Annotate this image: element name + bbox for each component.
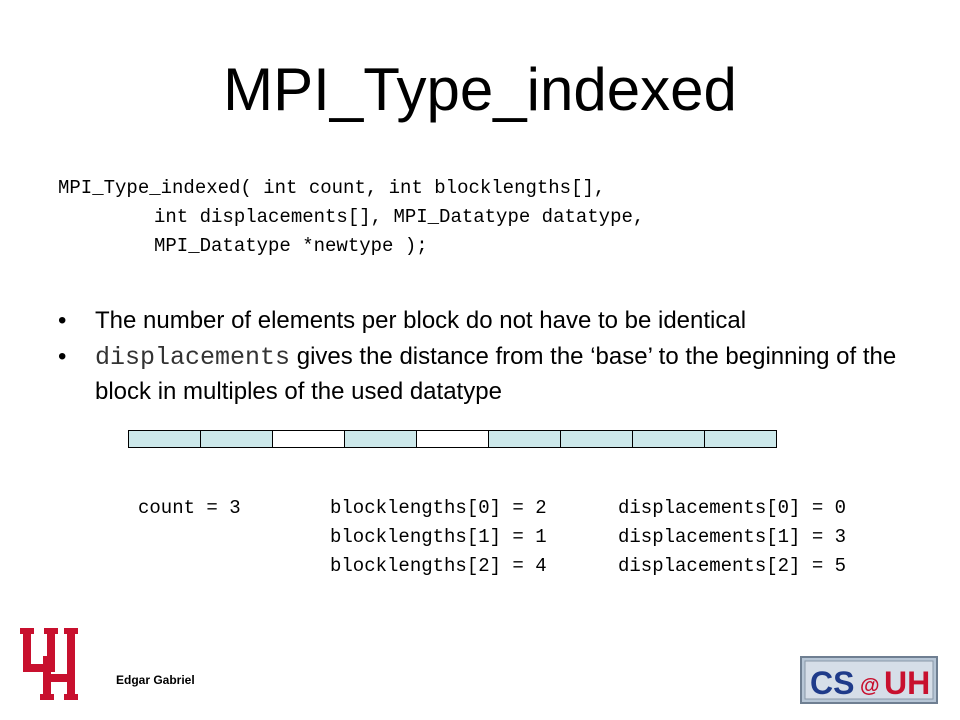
memory-block-diagram [128,430,777,448]
uh-logo-icon [20,628,78,700]
svg-text:@: @ [860,675,880,697]
bullet-text: gives the distance from the ‘base’ to th… [95,343,897,405]
signature-line-2: int displacements[], MPI_Datatype dataty… [154,206,645,228]
bullet-code-term: displacements [95,343,291,372]
block-cell-gap [273,431,345,447]
bullet-text: The number of elements per block do not … [95,307,747,334]
bullet-list: • The number of elements per block do no… [58,304,918,411]
block-cell-used [705,431,777,447]
example-displacements: displacements[0] = 0 displacements[1] = 3… [618,494,846,581]
bullet-icon: • [58,307,67,334]
example-blocklengths: blocklengths[0] = 2 blocklengths[1] = 1 bl… [330,494,547,581]
displacement-line: displacements[0] = 0 [618,497,847,519]
author-name: Edgar Gabriel [116,673,195,687]
bullet-icon: • [58,343,67,370]
block-cell-used [489,431,561,447]
signature-line-3: MPI_Datatype *newtype ); [154,235,428,257]
example-count: count = 3 [138,497,241,519]
blocklength-line: blocklengths[2] = 4 [330,555,547,577]
bullet-item-elements-per-block: • The number of elements per block do no… [58,304,918,338]
block-cell-gap [417,431,489,447]
blocklength-line: blocklengths[1] = 1 [330,526,547,548]
block-cell-used [561,431,633,447]
displacement-line: displacements[2] = 5 [618,555,847,577]
slide-title: MPI_Type_indexed [223,56,737,123]
block-cell-used [129,431,201,447]
svg-text:CS: CS [810,665,854,701]
cs-uh-logo-icon: CS @ UH [800,656,938,704]
function-signature: MPI_Type_indexed( int count, int blockle… [58,174,644,261]
blocklength-line: blocklengths[0] = 2 [330,497,547,519]
bullet-item-displacements: • displacements gives the distance from … [58,340,918,409]
displacement-line: displacements[1] = 3 [618,526,847,548]
block-cell-used [201,431,273,447]
block-cell-used [345,431,417,447]
svg-text:UH: UH [884,665,930,701]
block-cell-used [633,431,705,447]
signature-line-1: MPI_Type_indexed( int count, int blockle… [58,177,606,199]
